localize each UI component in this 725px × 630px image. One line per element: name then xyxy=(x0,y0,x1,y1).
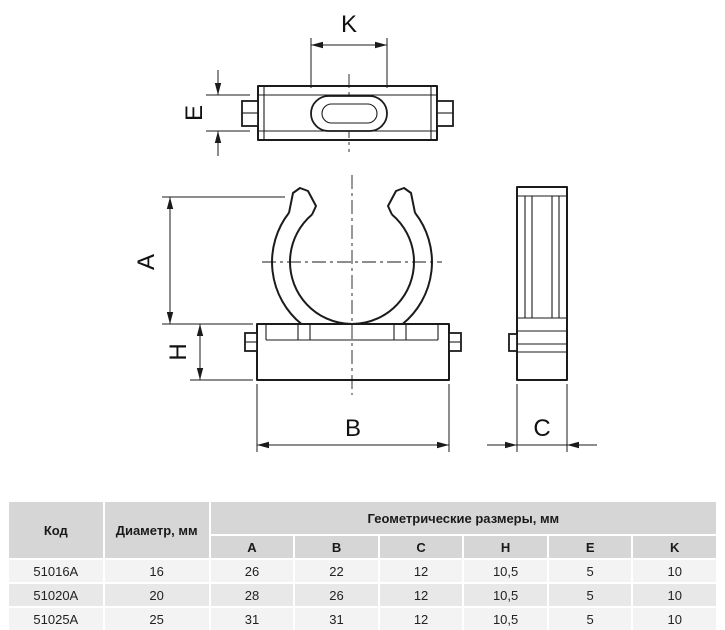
header-dim-a: A xyxy=(210,536,294,558)
dim-H: H xyxy=(165,324,253,381)
cell-dim: 12 xyxy=(379,584,463,606)
dim-label-a: A xyxy=(133,254,160,270)
cell-dim: 10,5 xyxy=(464,608,547,630)
table-header-row-2: A B C H E K xyxy=(9,536,716,558)
cell-dim: 31 xyxy=(210,608,294,630)
cell-dim: 12 xyxy=(379,560,463,582)
table-row: 51016A 16 26 22 12 10,5 5 10 xyxy=(9,560,716,582)
dim-C: C xyxy=(487,384,597,452)
dim-label-c: C xyxy=(533,415,550,442)
table-row: 51025A 25 31 31 12 10,5 5 10 xyxy=(9,608,716,630)
cell-dim: 5 xyxy=(548,608,632,630)
cell-diameter: 16 xyxy=(104,560,209,582)
cell-dim: 22 xyxy=(295,560,378,582)
cell-dim: 5 xyxy=(548,560,632,582)
cell-dim: 26 xyxy=(295,584,378,606)
header-code: Код xyxy=(9,502,103,558)
header-dim-e: E xyxy=(548,536,632,558)
header-group: Геометрические размеры, мм xyxy=(210,502,716,534)
cell-dim: 12 xyxy=(379,608,463,630)
cell-diameter: 20 xyxy=(104,584,209,606)
header-dim-c: C xyxy=(379,536,463,558)
header-dim-h: H xyxy=(464,536,547,558)
cell-dim: 10 xyxy=(633,560,716,582)
cell-dim: 26 xyxy=(210,560,294,582)
dimensions-table-wrap: Код Диаметр, мм Геометрические размеры, … xyxy=(0,500,725,630)
cell-dim: 10 xyxy=(633,608,716,630)
cell-dim: 10 xyxy=(633,584,716,606)
cell-dim: 10,5 xyxy=(464,584,547,606)
dim-K: K xyxy=(310,11,388,88)
header-dim-k: K xyxy=(633,536,716,558)
cell-dim: 28 xyxy=(210,584,294,606)
table-row: 51020A 20 28 26 12 10,5 5 10 xyxy=(9,584,716,606)
header-diameter: Диаметр, мм xyxy=(104,502,209,558)
top-view xyxy=(241,74,454,152)
dim-label-h: H xyxy=(165,343,192,360)
dim-label-e: E xyxy=(181,105,208,121)
dimensions-table: Код Диаметр, мм Геометрические размеры, … xyxy=(7,500,718,630)
dim-label-k: K xyxy=(341,11,357,38)
technical-drawing: K E xyxy=(133,11,597,452)
cell-diameter: 25 xyxy=(104,608,209,630)
dim-B: B xyxy=(256,384,450,452)
side-view xyxy=(508,186,568,381)
header-dim-b: B xyxy=(295,536,378,558)
dim-label-b: B xyxy=(345,415,361,442)
table-header-row-1: Код Диаметр, мм Геометрические размеры, … xyxy=(9,502,716,558)
dim-E: E xyxy=(181,70,250,156)
front-view xyxy=(244,175,462,395)
cell-dim: 31 xyxy=(295,608,378,630)
cell-code: 51016A xyxy=(9,560,103,582)
cell-dim: 10,5 xyxy=(464,560,547,582)
cell-dim: 5 xyxy=(548,584,632,606)
dim-A: A xyxy=(133,196,285,325)
cell-code: 51020A xyxy=(9,584,103,606)
cell-code: 51025A xyxy=(9,608,103,630)
